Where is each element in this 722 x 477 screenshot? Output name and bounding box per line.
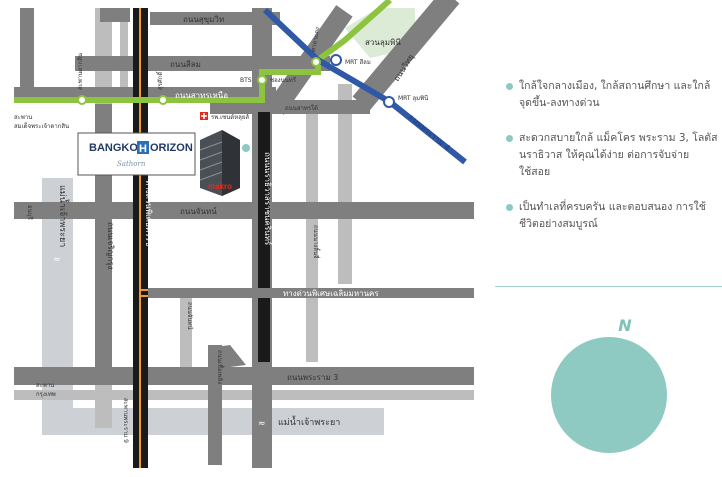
label-taksin-bridge: สะพาน bbox=[14, 114, 32, 121]
road-top-left bbox=[100, 8, 130, 22]
bullet-icon bbox=[506, 83, 513, 90]
station-bts-saphan-taksin bbox=[77, 95, 87, 105]
road-chan bbox=[14, 202, 474, 219]
label-krungthep-bridge: สะพาน bbox=[36, 382, 54, 389]
road-rama4-diag bbox=[352, 0, 460, 111]
label-bts-surasak: สุรศักดิ์ bbox=[155, 70, 164, 90]
label-sukhumvit: ถนนสุขุมวิท bbox=[183, 15, 224, 24]
feature-item: ใกล้ใจกลางเมือง, ใกล้สถานศึกษา และใกล้จุ… bbox=[505, 78, 720, 112]
label-river-left: แม่น้ำเจ้าพระยา bbox=[57, 185, 70, 247]
hospital-label: รพ.เซนต์หลุยส์ bbox=[211, 113, 249, 121]
expressway-chaloem-bar bbox=[148, 288, 474, 298]
road-sathorn-south bbox=[210, 100, 370, 114]
label-bts-1: BTS bbox=[240, 77, 252, 84]
label-charoen-krung: ถนนเจริญกรุง bbox=[106, 222, 115, 269]
road-upper-left bbox=[20, 8, 34, 98]
station-mrt-lumphini bbox=[383, 96, 395, 108]
station-mrt-silom bbox=[330, 54, 342, 66]
label-bts-chong-nonsi: ช่องนนทรี bbox=[270, 76, 297, 84]
ramp bbox=[208, 345, 246, 368]
label-chan-side: ถนนจันทน์ bbox=[186, 302, 194, 330]
location-map: BANGKOK H ORIZON Sathorn รพ.เซนต์หลุยส์ … bbox=[14, 0, 474, 468]
label-sathorn-north: ถนนสาทรเหนือ bbox=[175, 91, 228, 100]
label-lower-vertical: ถนนเชื้อเพลิง bbox=[216, 350, 226, 384]
feature-item: สะดวกสบายใกล้ แม็คโคร พระราม 3, โลตัส นร… bbox=[505, 130, 720, 181]
feature-text: เป็นทำเลที่ครบครัน และตอบสนอง การใช้ชีวิ… bbox=[519, 201, 706, 230]
compass-icon bbox=[551, 337, 667, 453]
brand-h-box bbox=[137, 141, 149, 154]
label-krungthep-bridge-2: กรุงเทพ bbox=[36, 391, 56, 398]
bts-line bbox=[14, 0, 392, 103]
building-icon bbox=[199, 130, 240, 196]
bullet-icon bbox=[506, 204, 513, 211]
river-waves-bottom: ≈ bbox=[258, 419, 266, 429]
feature-item: เป็นทำเลที่ครบครัน และตอบสนอง การใช้ชีวิ… bbox=[505, 199, 720, 233]
feature-text: สะดวกสบายใกล้ แม็คโคร พระราม 3, โลตัส นร… bbox=[519, 132, 718, 178]
river-left bbox=[42, 178, 73, 430]
mrt-line bbox=[262, 7, 467, 165]
label-silom: ถนนสีลม bbox=[170, 60, 201, 69]
brand-h: H bbox=[139, 143, 147, 155]
brand-sub: Sathorn bbox=[117, 160, 146, 168]
bullet-icon bbox=[506, 135, 513, 142]
label-park: สวนลุมพินี bbox=[365, 38, 401, 47]
feature-list: ใกล้ใจกลางเมือง, ใกล้สถานศึกษา และใกล้จุ… bbox=[505, 78, 720, 251]
label-expressway-vertical: ทางด่วนพิเศษศรีรัช bbox=[144, 180, 153, 247]
label-rama3: ถนนพระราม 3 bbox=[287, 373, 338, 382]
label-expressway-horizontal: ทางด่วนพิเศษเฉลิมมหานคร bbox=[283, 289, 379, 298]
expressway-narathiwat-black bbox=[258, 112, 270, 362]
road-witthayu-diag bbox=[267, 5, 353, 115]
feature-text: ใกล้ใจกลางเมือง, ใกล้สถานศึกษา และใกล้จุ… bbox=[519, 80, 711, 109]
label-rama9-bridge: สะพานพระราม 9 bbox=[122, 398, 129, 443]
label-nang-linchi: ถนนนางลิ้นจี่ bbox=[312, 225, 322, 259]
road-sukhumvit bbox=[150, 12, 280, 25]
label-mrt-lumphini: MRT ลุมพินี bbox=[398, 94, 428, 102]
station-bts-sala-daeng bbox=[311, 57, 321, 67]
road-nang-linchi bbox=[208, 345, 222, 465]
brand-left: BANGKOK bbox=[89, 142, 146, 154]
label-rama4: ถนนพระราม 4 bbox=[407, 113, 452, 153]
label-river-bottom: แม่น้ำเจ้าพระยา bbox=[278, 415, 340, 428]
label-bts-saphan-taksin: สะพานตากสิน bbox=[77, 53, 84, 90]
label-sathorn-south: ถนนสาทรใต้ bbox=[285, 104, 318, 112]
label-bts-sala-daeng: ศาลาแดง bbox=[310, 27, 321, 53]
label-dhonburi: ธนบุรี bbox=[26, 205, 34, 221]
label-mrt-silom: MRT สีลม bbox=[345, 58, 371, 66]
label-narathiwat: ถนนนราธิวาสราชนครินทร์ bbox=[263, 152, 273, 246]
makro-logo: makro bbox=[208, 182, 232, 191]
project-label-box bbox=[77, 132, 196, 176]
divider bbox=[495, 286, 722, 287]
brand-right: ORIZON bbox=[150, 142, 193, 154]
road-rama3 bbox=[14, 367, 474, 385]
compass-label: N bbox=[618, 316, 632, 335]
river-waves-left: ≈ bbox=[53, 255, 61, 265]
station-bts-chong-nonsi bbox=[257, 75, 267, 85]
project-marker bbox=[242, 144, 250, 152]
station-bts-surasak bbox=[158, 95, 168, 105]
label-taksin-bridge-2: สมเด็จพระเจ้าตากสิน bbox=[14, 121, 69, 130]
label-chan: ถนนจันทน์ bbox=[180, 206, 217, 216]
